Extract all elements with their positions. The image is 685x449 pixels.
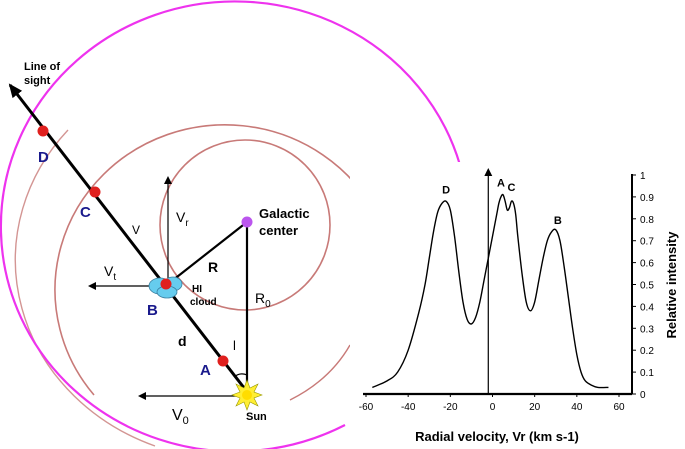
vr-label: Vr bbox=[176, 209, 189, 229]
x-tick-label: -60 bbox=[359, 402, 374, 413]
x-axis-label: Radial velocity, Vr (km s-1) bbox=[415, 429, 579, 444]
x-tick-label: 40 bbox=[571, 402, 583, 413]
peak-label-c: C bbox=[507, 182, 515, 194]
r-label: R bbox=[208, 259, 218, 275]
inner-arm-circle bbox=[159, 139, 331, 311]
y-tick-label: 0.2 bbox=[640, 346, 654, 357]
y-tick-label: 0.9 bbox=[640, 193, 654, 204]
l-angle-arc bbox=[233, 373, 248, 378]
line-of-sight bbox=[8, 83, 250, 394]
point-b-label: B bbox=[147, 302, 158, 319]
galactic-center-dot bbox=[241, 216, 253, 228]
x-tick-group: -60 -40 -20 0 20 40 60 bbox=[359, 394, 625, 413]
series-line bbox=[372, 193, 609, 389]
cloud-label-2: cloud bbox=[190, 297, 217, 308]
y-tick-label: 0.1 bbox=[640, 368, 654, 379]
line-of-sight-label-2: sight bbox=[24, 75, 51, 87]
peak-label-a: A bbox=[497, 178, 505, 190]
y-tick-label: 0.5 bbox=[640, 281, 654, 292]
y-tick-label: 0.8 bbox=[640, 215, 654, 226]
point-d-label: D bbox=[38, 149, 49, 166]
r0-label: R0 bbox=[255, 290, 271, 310]
sun-icon bbox=[231, 379, 263, 411]
x-tick-label: -20 bbox=[443, 402, 458, 413]
x-tick-label: 0 bbox=[490, 402, 496, 413]
d-label: d bbox=[178, 333, 187, 349]
y-tick-label: 1 bbox=[640, 171, 646, 182]
y-tick-label: 0.4 bbox=[640, 302, 654, 313]
v0-label: V0 bbox=[172, 407, 189, 427]
y-tick-label: 0.6 bbox=[640, 259, 654, 270]
peak-label-d: D bbox=[442, 184, 450, 196]
line-of-sight-label-1: Line of bbox=[24, 61, 60, 73]
v-label: V bbox=[132, 223, 140, 237]
cloud-label-1: HI bbox=[192, 284, 202, 295]
x-tick-label: 20 bbox=[529, 402, 541, 413]
x-tick-label: -40 bbox=[401, 402, 416, 413]
vt-label: Vt bbox=[104, 263, 116, 283]
galactic-center-label-1: Galactic bbox=[259, 206, 310, 221]
r-line bbox=[167, 221, 248, 285]
point-a-label: A bbox=[200, 362, 211, 379]
point-c-label: C bbox=[80, 204, 91, 221]
y-tick-label: 0 bbox=[640, 390, 646, 401]
outer-ring bbox=[0, 0, 462, 449]
peak-label-b: B bbox=[554, 215, 562, 227]
y-tick-group: 0 0.1 0.2 0.3 0.4 0.5 0.6 0.7 0.8 0.9 1 bbox=[632, 171, 654, 401]
x-tick-label: 60 bbox=[613, 402, 625, 413]
l-label: l bbox=[233, 338, 236, 353]
point-a-dot bbox=[217, 355, 229, 367]
arm-fragment bbox=[289, 344, 351, 401]
galaxy-diagram: Line of sight D C B A V Vr Vt V0 Galacti… bbox=[0, 0, 462, 449]
chart-background bbox=[350, 162, 685, 449]
sun-label: Sun bbox=[246, 411, 267, 423]
y-tick-label: 0.3 bbox=[640, 324, 654, 335]
galactic-center-label-2: center bbox=[259, 223, 298, 238]
outer-arm-arc bbox=[14, 129, 156, 447]
y-tick-label: 0.7 bbox=[640, 237, 654, 248]
y-axis-label: Relative intensity bbox=[664, 231, 679, 339]
point-c-dot bbox=[89, 186, 101, 198]
point-b-dot bbox=[160, 278, 172, 290]
point-d-dot bbox=[37, 125, 49, 137]
